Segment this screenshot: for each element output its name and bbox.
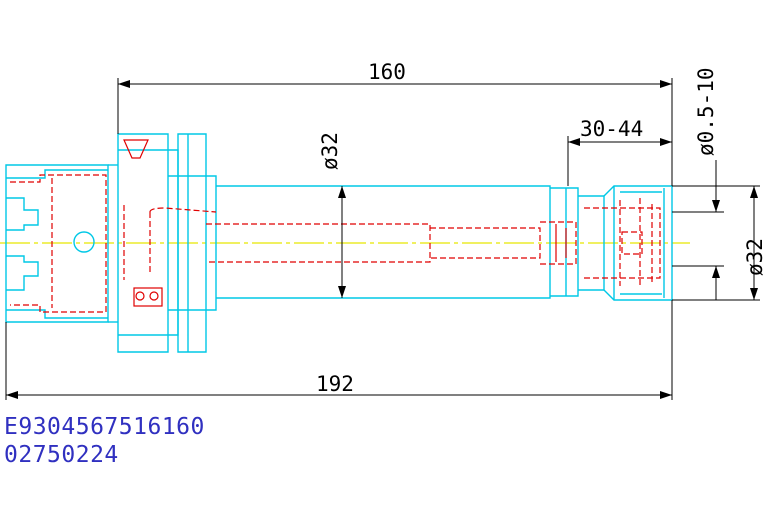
dim-length-total: 192 — [316, 372, 354, 396]
dim-length-tool: 160 — [368, 60, 406, 84]
dim-diameter-shank: ø32 — [318, 132, 342, 170]
part-code-primary: E9304567516160 — [4, 414, 205, 440]
dim-clamp-length: 30-44 — [580, 117, 643, 141]
part-code-secondary: 02750224 — [4, 442, 119, 468]
detail-marks — [123, 139, 567, 307]
dim-clamp-range: ø0.5-10 — [694, 67, 718, 156]
tool-outline — [5, 133, 673, 353]
hidden-lines — [10, 174, 661, 313]
dim-diameter-nut: ø32 — [743, 238, 767, 276]
dimension-lines — [5, 78, 760, 400]
